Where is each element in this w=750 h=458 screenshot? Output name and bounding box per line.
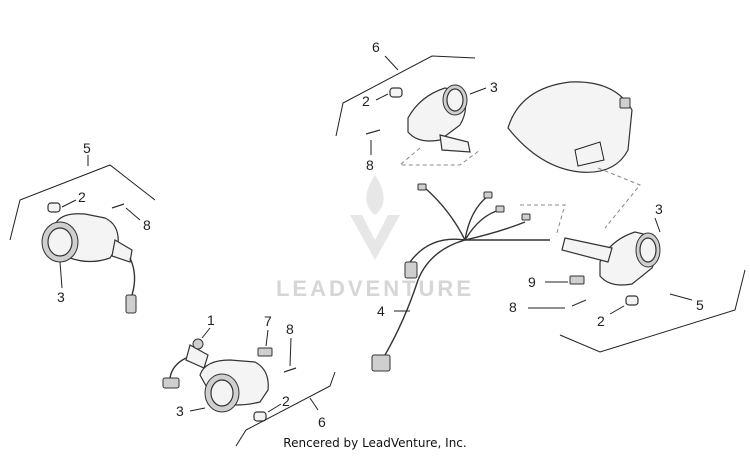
- bulb: [389, 87, 403, 98]
- bolt: [257, 347, 273, 357]
- upper-turn-signal-group: 6 2 3 8: [335, 39, 498, 173]
- callout-9: 9: [528, 274, 536, 290]
- turn-signal-lamp: [162, 344, 269, 413]
- callout-3: 3: [490, 79, 498, 95]
- callout-1: 1: [207, 312, 215, 328]
- turn-signal-lamp: [41, 213, 137, 314]
- callout-8: 8: [366, 157, 374, 173]
- callout-3: 3: [176, 403, 184, 419]
- callout-7: 7: [264, 313, 272, 329]
- watermark-brand: LEADVENTURE: [276, 276, 474, 301]
- callout-8: 8: [143, 217, 151, 233]
- callout-2: 2: [282, 393, 290, 409]
- bracket-6-lower: [235, 371, 336, 447]
- bracket-5-right: [559, 269, 746, 353]
- callout-8: 8: [509, 299, 517, 315]
- screw: [365, 129, 381, 135]
- callout-2: 2: [362, 93, 370, 109]
- screw: [283, 367, 297, 373]
- callout-4: 4: [377, 303, 385, 319]
- headlight-housing: [507, 81, 633, 173]
- callout-5: 5: [696, 297, 704, 313]
- bracket-6-upper: [335, 55, 476, 137]
- guide-lines: [398, 147, 641, 237]
- bulb: [253, 411, 267, 422]
- bracket-5-left: [9, 164, 156, 241]
- bulb: [47, 202, 61, 213]
- leadventure-watermark: LEADVENTURE: [276, 175, 474, 301]
- turn-signal-lamp: [561, 231, 661, 286]
- callout-3: 3: [655, 201, 663, 217]
- screw: [111, 203, 125, 209]
- callout-8: 8: [286, 321, 294, 337]
- callout-3: 3: [57, 289, 65, 305]
- callout-2: 2: [78, 189, 86, 205]
- nut: [192, 338, 204, 350]
- callout-5: 5: [83, 140, 91, 156]
- left-turn-signal-group: 5 2 8 3: [9, 140, 156, 314]
- callout-6: 6: [318, 414, 326, 430]
- turn-signal-lamp: [407, 84, 471, 153]
- render-credit: Rencered by LeadVenture, Inc.: [283, 436, 467, 450]
- callout-6: 6: [372, 39, 380, 55]
- screw: [571, 299, 587, 307]
- bolt: [569, 275, 585, 285]
- right-turn-signal-group: 3 9 8 2 5: [509, 201, 746, 353]
- lower-turn-signal-group: 1 7 8 3 2 6: [162, 312, 336, 447]
- callout-2: 2: [597, 313, 605, 329]
- bulb: [625, 295, 639, 306]
- wiring-harness: 4: [371, 183, 550, 372]
- flame-logo-icon: [350, 175, 400, 260]
